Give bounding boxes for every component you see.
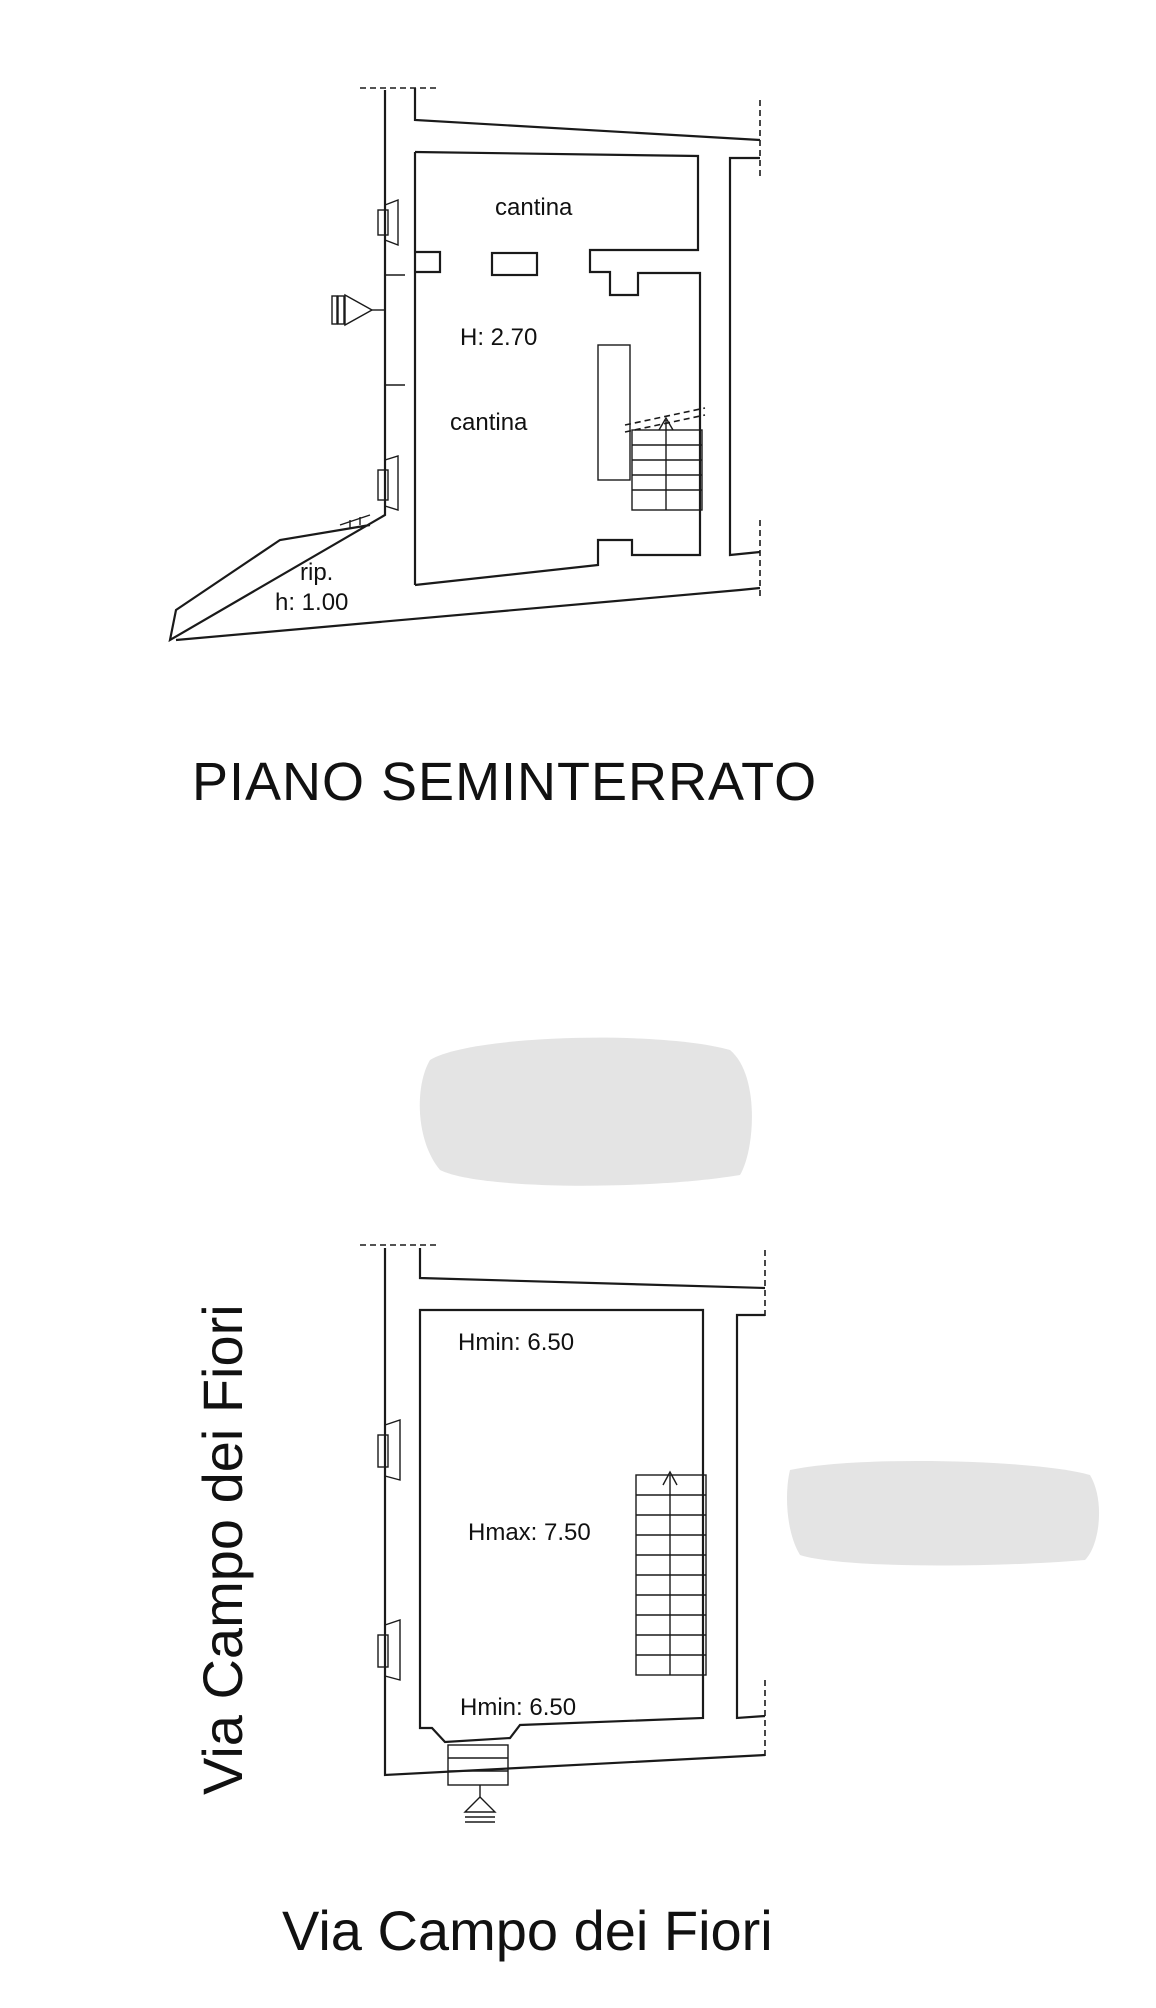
window-marks: [377, 198, 405, 511]
storage-door: [339, 514, 371, 528]
right-corridor: [735, 1313, 766, 1720]
storage-label: rip.: [300, 559, 333, 586]
storage-height-label: h: 1.00: [275, 589, 348, 616]
seminterrato-plan: cantina H: 2.70 cantina rip. h: 1.00: [168, 87, 761, 643]
inner-top-wall: [418, 1248, 766, 1290]
staircase: [597, 344, 706, 511]
pillar: [490, 251, 539, 277]
room-label-cantina-top: cantina: [495, 194, 573, 221]
outer-wall-bottom: [175, 586, 761, 642]
ground-floor-plan: Hmin: 6.50 Hmax: 7.50 Hmin: 6.50: [360, 1244, 766, 1823]
redaction-mark: [787, 1460, 1100, 1566]
redaction-mark: [419, 1037, 752, 1186]
room-partition: [415, 250, 442, 274]
hmin-top-label: Hmin: 6.50: [458, 1329, 574, 1356]
plan-title: PIANO SEMINTERRATO: [192, 752, 817, 812]
street-label-bottom: Via Campo dei Fiori: [282, 1899, 773, 1962]
hmin-bottom-label: Hmin: 6.50: [460, 1694, 576, 1721]
window-marks: [377, 1419, 401, 1681]
room-label-cantina-main: cantina: [450, 409, 528, 436]
street-label-side: Via Campo dei Fiori: [191, 1304, 254, 1795]
right-corridor: [728, 156, 761, 557]
main-hall: [418, 1308, 705, 1744]
hmax-label: Hmax: 7.50: [468, 1519, 591, 1546]
cantina-top-room: [414, 150, 702, 587]
inner-left-wall: [413, 88, 761, 142]
height-label: H: 2.70: [460, 324, 537, 351]
staircase: [635, 1470, 707, 1676]
outer-wall: [383, 1248, 766, 1777]
entrance-arrow-icon: [331, 293, 385, 327]
entrance-steps-icon: [447, 1744, 509, 1823]
outer-wall: [168, 90, 387, 643]
